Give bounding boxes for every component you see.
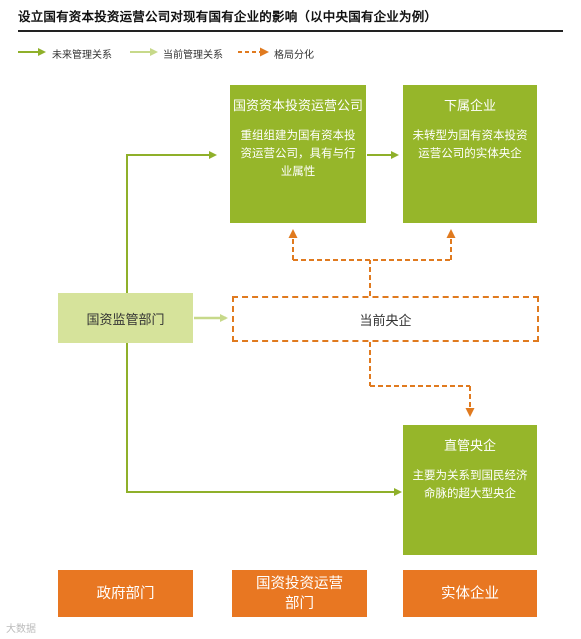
subsidiary-box: 下属企业 未转型为国有资本投资运营公司的实体央企: [403, 85, 537, 223]
split-down-arrow: [369, 342, 475, 417]
direct-soe-title: 直管央企: [443, 439, 496, 454]
tier-entity: 实体企业: [403, 570, 537, 617]
split-up-arrows: [288, 229, 456, 296]
current-soe-box: 当前央企: [232, 296, 539, 342]
direct-soe-desc: 主要为关系到国民经济命脉的超大型央企: [412, 468, 528, 500]
watermark: 大数据: [6, 624, 36, 635]
legend-split-label: 格局分化: [274, 50, 314, 61]
regulator-to-investment-arrow: [126, 151, 217, 293]
regulator-box: 国资监管部门: [58, 293, 193, 343]
legend-future-label: 未来管理关系: [52, 50, 112, 61]
regulator-to-direct-soe-arrow: [126, 343, 402, 496]
title-divider: [18, 30, 563, 32]
page-title: 设立国有资本投资运营公司对现有国有企业的影响（以中央国有企业为例）: [18, 9, 438, 24]
tier-investment-company: 国资投资运营部门: [232, 570, 367, 617]
direct-soe-box: 直管央企 主要为关系到国民经济命脉的超大型央企: [403, 425, 537, 555]
investment-company-desc: 重组组建为国有资本投资运营公司，具有与行业属性: [240, 128, 356, 178]
subsidiary-title: 下属企业: [443, 99, 496, 114]
investment-company-title: 国资资本投资运营公司: [232, 99, 363, 114]
investment-company-box: 国资资本投资运营公司 重组组建为国有资本投资运营公司，具有与行业属性: [230, 85, 366, 223]
tier-government: 政府部门: [58, 570, 193, 617]
legend-current-label: 当前管理关系: [163, 50, 223, 61]
subsidiary-desc: 未转型为国有资本投资运营公司的实体央企: [412, 128, 528, 160]
